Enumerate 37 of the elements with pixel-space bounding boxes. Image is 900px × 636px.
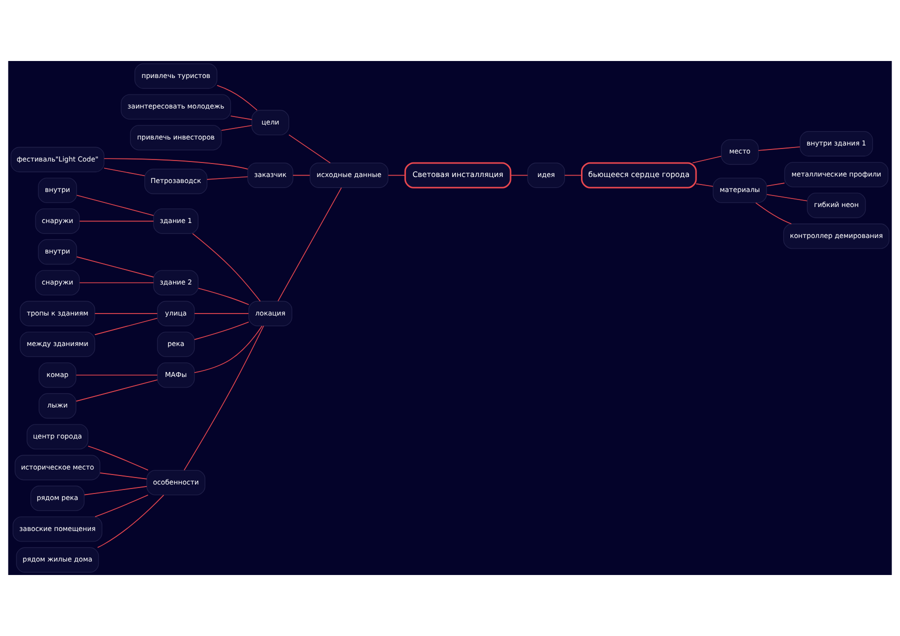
connector bbox=[194, 313, 249, 314]
connector bbox=[76, 374, 158, 376]
connector bbox=[184, 325, 264, 471]
connector bbox=[94, 318, 158, 336]
connector bbox=[216, 84, 258, 111]
connector bbox=[292, 174, 310, 176]
connector bbox=[76, 256, 154, 278]
connector bbox=[88, 446, 148, 471]
connector bbox=[510, 174, 528, 176]
connector bbox=[94, 313, 158, 314]
connector bbox=[104, 158, 248, 170]
connector bbox=[766, 194, 808, 202]
connector bbox=[194, 326, 262, 374]
connector bbox=[758, 146, 800, 151]
connector bbox=[755, 202, 792, 224]
connector bbox=[288, 134, 331, 164]
connector bbox=[194, 322, 250, 340]
connector bbox=[79, 282, 154, 284]
connector bbox=[692, 156, 722, 164]
connector bbox=[192, 233, 261, 302]
connector bbox=[230, 116, 252, 120]
connector bbox=[198, 288, 250, 306]
connector bbox=[564, 174, 582, 176]
connector bbox=[278, 187, 342, 302]
connector bbox=[76, 194, 154, 216]
connector bbox=[766, 182, 785, 186]
connector bbox=[94, 494, 148, 518]
connector bbox=[84, 486, 148, 496]
connector bbox=[696, 183, 714, 187]
connector bbox=[104, 168, 146, 176]
connector bbox=[388, 174, 406, 176]
connector bbox=[79, 220, 154, 222]
connector bbox=[221, 125, 252, 131]
connector bbox=[206, 176, 248, 180]
connector bbox=[97, 494, 164, 548]
connector bbox=[76, 379, 158, 402]
connector bbox=[100, 472, 148, 480]
